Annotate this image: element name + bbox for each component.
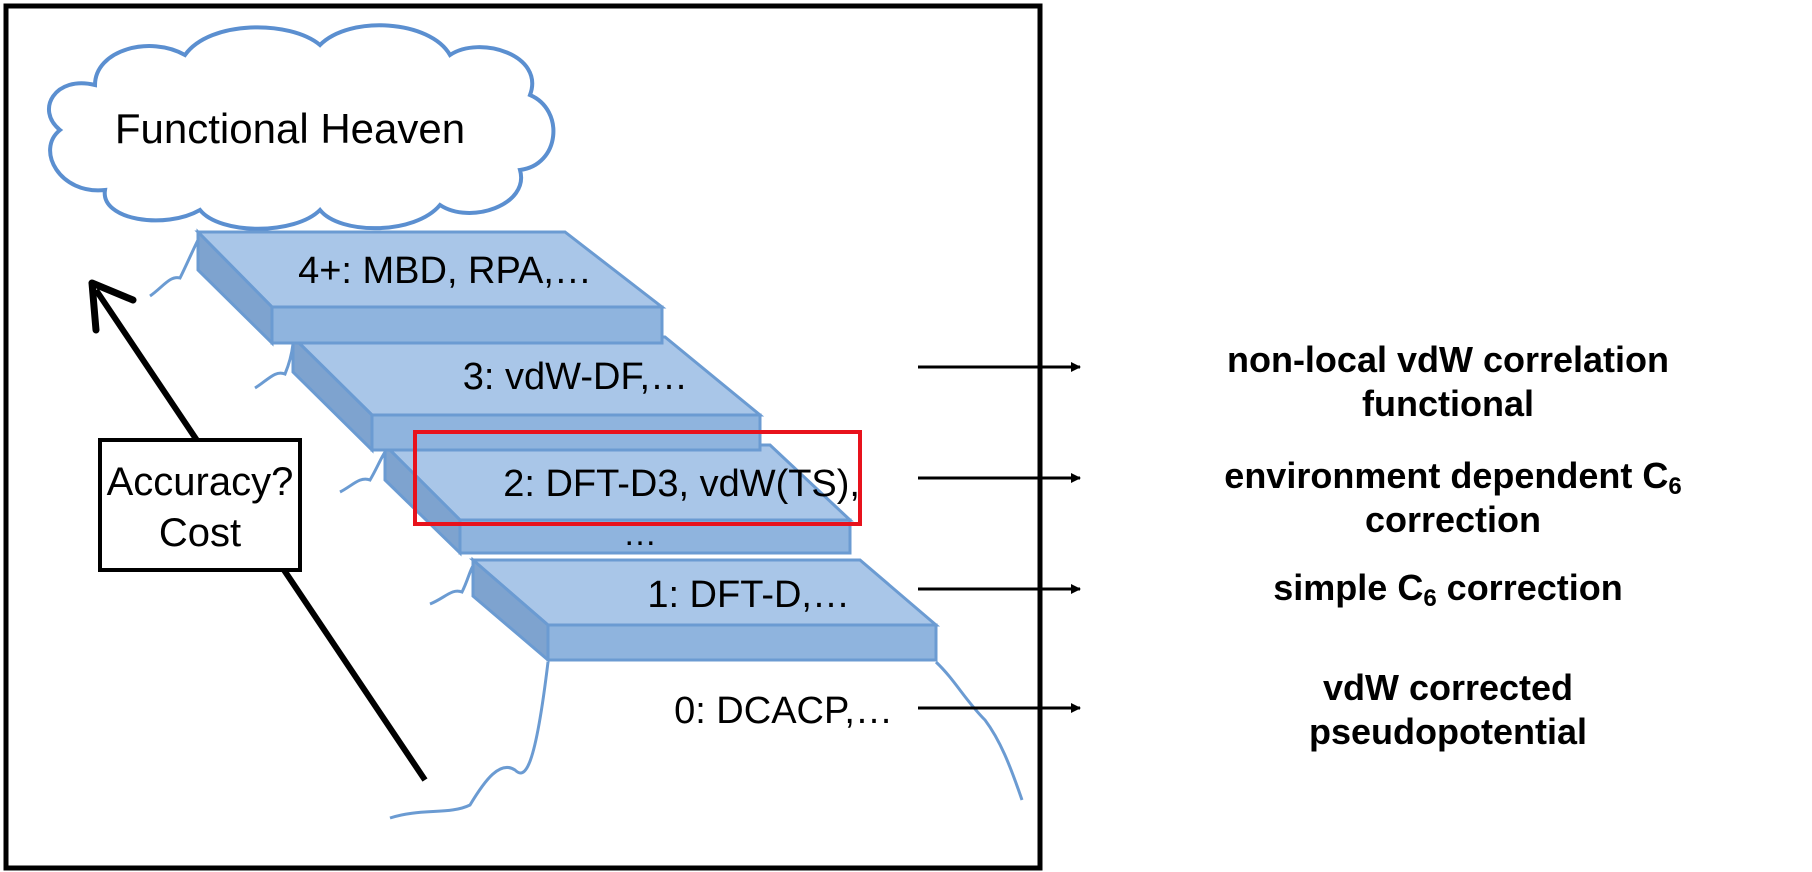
step-4-front [270,305,664,345]
annotation-level-2-prefix: environment dependent C [1224,455,1669,496]
step-4-squiggle [149,239,200,298]
annotation-level-1-sub: 6 [1423,585,1437,612]
step-2-continuation: … [623,515,657,553]
step-1-label: 1: DFT-D,… [647,574,850,616]
annotation-level-1: simple C6 correction [1098,566,1798,612]
step-2-label: 2: DFT-D3, vdW(TS), [503,463,860,505]
step-1-front [546,623,938,662]
step-1-squiggle [429,565,475,606]
accuracy-cost-box: Accuracy? Cost [98,438,302,572]
highlight-box [413,430,862,526]
cloud-label: Functional Heaven [115,105,465,152]
staircase: 1: DFT-D,… 2: DFT-D3, vdW(TS), … 3: vdW-… [149,228,1024,820]
annotation-level-0-line2: pseudopotential [1309,711,1587,752]
functional-heaven-cloud: Functional Heaven [47,23,556,231]
step-0-label: 0: DCACP,… [674,690,893,732]
annotation-level-3-line1: non-local vdW correlation [1226,339,1670,380]
annotation-level-1-prefix: simple C [1273,567,1424,608]
step-3-squiggle [254,343,295,390]
accuracy-label: Accuracy? [107,460,294,504]
cost-label: Cost [159,511,241,555]
accuracy-arrow-head [88,279,137,334]
annotation-level-0: vdW corrected pseudopotential [1098,666,1798,754]
annotation-level-2-sub: 6 [1668,473,1682,500]
annotation-level-2-line2: correction [1364,499,1542,540]
annotation-level-2: environment dependent C6 correction [1098,454,1808,542]
step-4-label: 4+: MBD, RPA,… [298,250,592,292]
step-0-ground-right [934,660,1024,801]
step-2-squiggle [339,451,387,494]
step-3-label: 3: vdW-DF,… [463,356,688,398]
annotation-level-3-line2: functional [1362,383,1534,424]
step-0-ground [389,661,550,820]
annotation-level-3: non-local vdW correlation functional [1098,338,1798,426]
annotation-level-1-suffix: correction [1436,567,1623,608]
annotation-level-0-line1: vdW corrected [1322,667,1574,708]
